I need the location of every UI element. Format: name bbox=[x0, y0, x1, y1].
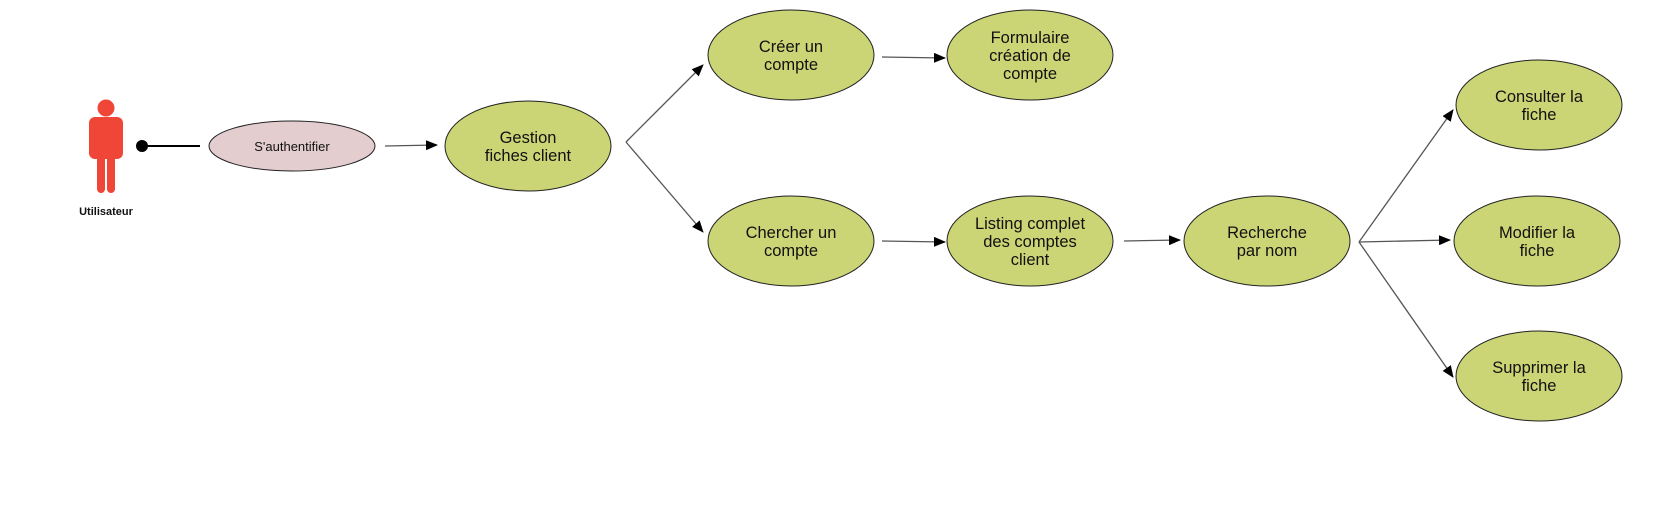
usecase-ellipse bbox=[707, 9, 875, 101]
usecase-label: Créer un bbox=[759, 38, 823, 56]
edge-chercher-to-listing bbox=[881, 236, 946, 247]
usecase-label: Listing complet bbox=[975, 215, 1085, 233]
usecase-ellipse bbox=[1455, 59, 1623, 151]
usecase-label: S'authentifier bbox=[254, 139, 330, 154]
usecase-label: Formulaire bbox=[991, 29, 1070, 47]
edge-authentifier-to-gestion bbox=[384, 140, 438, 151]
edge-listing-to-recherche bbox=[1123, 235, 1181, 246]
usecase-label: Gestion bbox=[500, 129, 557, 147]
usecase-ellipse bbox=[444, 100, 612, 192]
usecase-label: fiches client bbox=[485, 147, 572, 165]
usecase-ellipse bbox=[946, 195, 1114, 287]
usecase-authentifier[interactable]: S'authentifier bbox=[208, 120, 376, 172]
usecase-label: Consulter la bbox=[1495, 88, 1584, 106]
edge-recherche-to-supprimer bbox=[1358, 241, 1454, 378]
edge-gestion-to-creer bbox=[625, 64, 704, 143]
usecase-ellipse bbox=[1455, 330, 1623, 422]
usecase-label: Recherche bbox=[1227, 224, 1307, 242]
edge-recherche-to-modifier bbox=[1358, 235, 1451, 246]
edge-creer-to-formulaire bbox=[881, 52, 946, 63]
usecase-label: client bbox=[1011, 251, 1050, 269]
usecase-label: compte bbox=[1003, 65, 1057, 83]
usecase-label: création de bbox=[989, 47, 1071, 65]
usecase-label: Supprimer la bbox=[1492, 359, 1586, 377]
association-dot bbox=[136, 140, 148, 152]
usecase-label: Modifier la bbox=[1499, 224, 1576, 242]
actor-label: Utilisateur bbox=[79, 206, 134, 218]
usecase-label: compte bbox=[764, 242, 818, 260]
edge-recherche-to-consulter bbox=[1358, 109, 1454, 243]
usecase-ellipse bbox=[1453, 195, 1621, 287]
actor[interactable]: Utilisateur bbox=[79, 99, 134, 219]
usecase-label: des comptes bbox=[983, 233, 1077, 251]
usecase-label: compte bbox=[764, 56, 818, 74]
person-icon bbox=[89, 99, 123, 193]
usecase-label: fiche bbox=[1520, 242, 1555, 260]
edges-layer bbox=[136, 52, 1454, 378]
edge-gestion-to-chercher bbox=[625, 141, 704, 233]
usecase-label: fiche bbox=[1522, 377, 1557, 395]
usecase-ellipse bbox=[208, 120, 376, 172]
usecase-ellipse bbox=[1183, 195, 1351, 287]
usecase-label: Chercher un bbox=[746, 224, 837, 242]
usecase-ellipse bbox=[946, 9, 1114, 101]
usecase-label: fiche bbox=[1522, 106, 1557, 124]
usecase-label: par nom bbox=[1237, 242, 1298, 260]
usecase-ellipse bbox=[707, 195, 875, 287]
